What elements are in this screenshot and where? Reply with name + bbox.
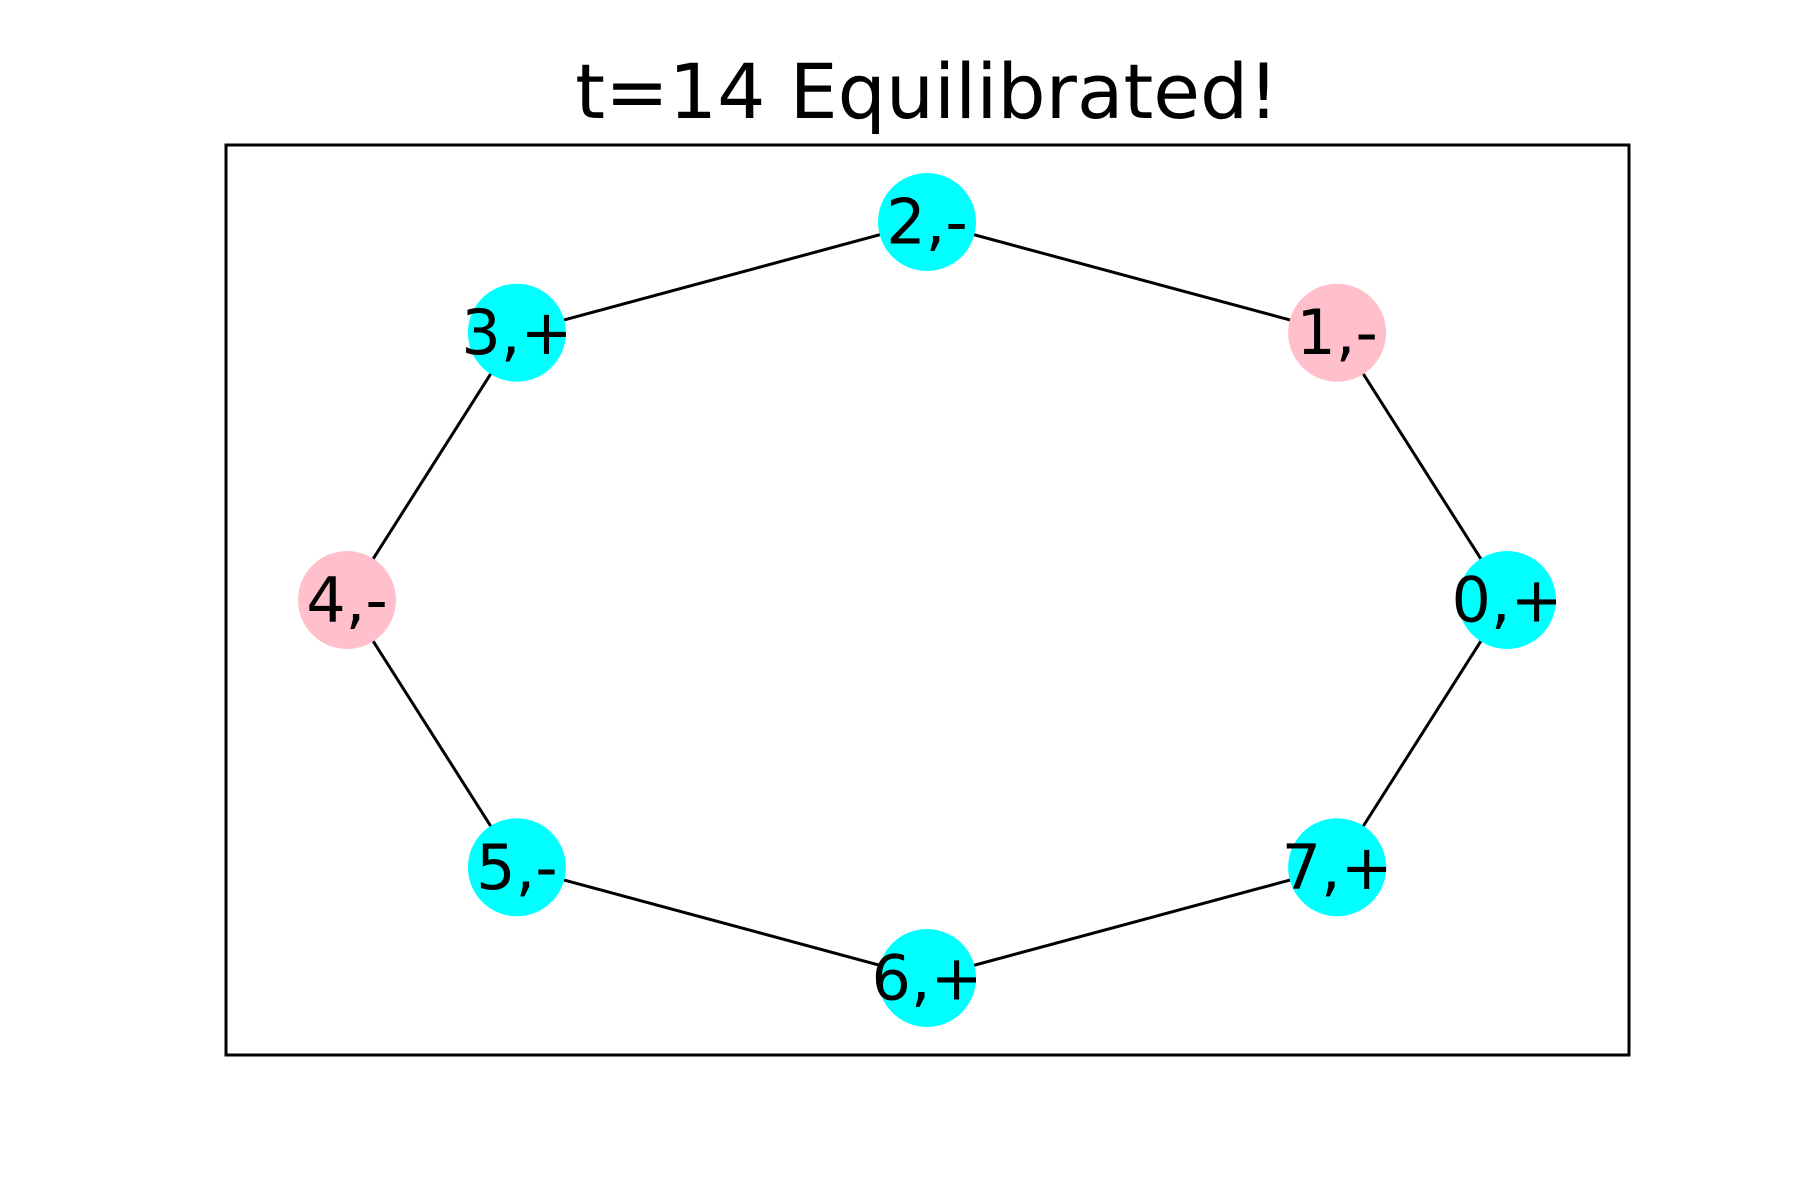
node-circle	[467, 283, 566, 382]
node-1: 1,-	[1288, 283, 1387, 382]
node-7: 7,+	[1282, 818, 1393, 917]
node-2: 2,-	[878, 173, 976, 271]
node-circle	[467, 818, 566, 917]
node-label: 4,-	[306, 564, 388, 637]
edge-1-2	[926, 220, 1338, 335]
edge-7-0	[1335, 599, 1509, 869]
node-label: 3,+	[461, 296, 572, 369]
edge-0-1	[1335, 331, 1509, 601]
node-circle	[1288, 818, 1387, 917]
edge-4-5	[345, 599, 519, 869]
node-circle	[1288, 283, 1387, 382]
node-label: 2,-	[886, 186, 968, 259]
edge-3-4	[345, 331, 519, 601]
edge-2-3	[516, 220, 928, 335]
edge-6-7	[926, 865, 1338, 980]
node-circle	[878, 173, 976, 271]
node-label: 0,+	[1451, 564, 1562, 637]
node-circle	[878, 929, 976, 1027]
node-6: 6,+	[871, 929, 983, 1027]
node-label: 5,-	[476, 831, 558, 904]
edge-5-6	[516, 865, 928, 980]
node-circle	[298, 551, 396, 649]
plot-frame	[224, 143, 1631, 1057]
node-4: 4,-	[298, 551, 396, 649]
figure-title: t=14 Equilibrated!	[575, 47, 1278, 136]
node-5: 5,-	[467, 818, 566, 917]
node-0: 0,+	[1451, 551, 1563, 649]
node-label: 7,+	[1282, 831, 1393, 904]
edge-layer	[345, 220, 1509, 980]
node-circle	[1458, 551, 1556, 649]
node-label: 1,-	[1296, 296, 1378, 369]
node-layer: 0,+ 1,- 2,- 3,+ 4,- 5,- 6,+ 7,+	[298, 173, 1563, 1027]
node-3: 3,+	[461, 283, 572, 382]
node-label: 6,+	[871, 942, 982, 1015]
